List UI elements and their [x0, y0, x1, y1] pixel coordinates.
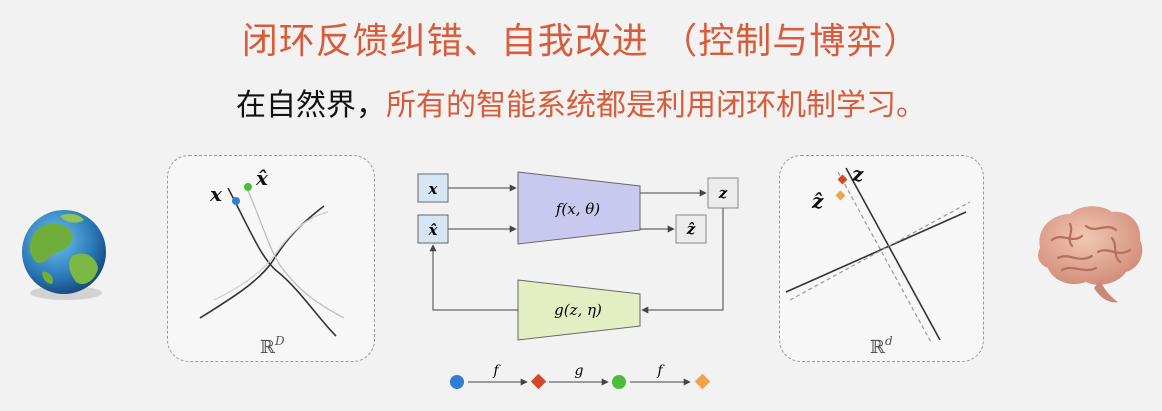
closed-loop-diagram: x x̂ f(x, θ) g(z, η) z ẑ	[417, 171, 739, 341]
space-label-RD: ℝD	[260, 334, 285, 358]
data-space-panel	[167, 155, 375, 362]
reconstruction-point-xhat	[244, 183, 252, 191]
decoder-block	[517, 279, 641, 341]
feature-space-panel	[779, 155, 984, 362]
label-z: z	[851, 162, 864, 186]
output-zhat-box	[675, 214, 707, 244]
legend-arrow-g: g	[575, 363, 584, 379]
earth-globe-icon	[22, 210, 106, 300]
space-dimension: d	[885, 334, 893, 348]
slide-subtitle: 在自然界，所有的智能系统都是利用闭环机制学习。	[0, 80, 1162, 124]
decoder-label: g(z, η)	[554, 301, 602, 319]
subtitle-prefix: 在自然界，	[236, 88, 386, 123]
data-manifold-curves	[199, 185, 345, 337]
mapping-legend: f g f	[450, 363, 711, 390]
label-x: x	[209, 182, 223, 206]
legend-arrow-f1: f	[492, 363, 501, 379]
feature-subspace-lines	[785, 167, 971, 345]
label-xhat: x̂	[255, 166, 269, 190]
subtitle-accent: 所有的智能系统都是利用闭环机制学习。	[386, 88, 926, 123]
output-z-box	[707, 177, 739, 209]
slide-title: 闭环反馈纠错、自我改进 （控制与博弈）	[241, 21, 921, 62]
output-z-label: z	[718, 184, 728, 202]
space-symbol: ℝ	[260, 337, 276, 358]
encoder-label: f(x, θ)	[555, 200, 600, 218]
output-zhat-label: ẑ	[686, 220, 696, 238]
sample-point-x	[232, 197, 240, 205]
input-xhat-box	[417, 214, 449, 244]
space-symbol: ℝ	[870, 337, 886, 358]
legend-diamond-z	[530, 373, 547, 390]
input-x-box	[417, 173, 449, 203]
label-zhat: ẑ	[811, 189, 824, 213]
legend-dot-xhat	[612, 375, 626, 389]
feature-point-z	[837, 174, 848, 185]
encoder-block	[517, 171, 641, 245]
space-dimension: D	[274, 334, 285, 348]
legend-dot-x	[450, 375, 464, 389]
legend-diamond-zhat	[694, 373, 711, 390]
legend-arrow-f2: f	[656, 363, 665, 379]
space-label-Rd: ℝd	[870, 334, 893, 358]
feature-point-zhat	[835, 190, 846, 201]
input-xhat-label: x̂	[428, 221, 439, 239]
human-brain-icon	[1038, 206, 1143, 303]
input-x-label: x	[428, 180, 439, 198]
